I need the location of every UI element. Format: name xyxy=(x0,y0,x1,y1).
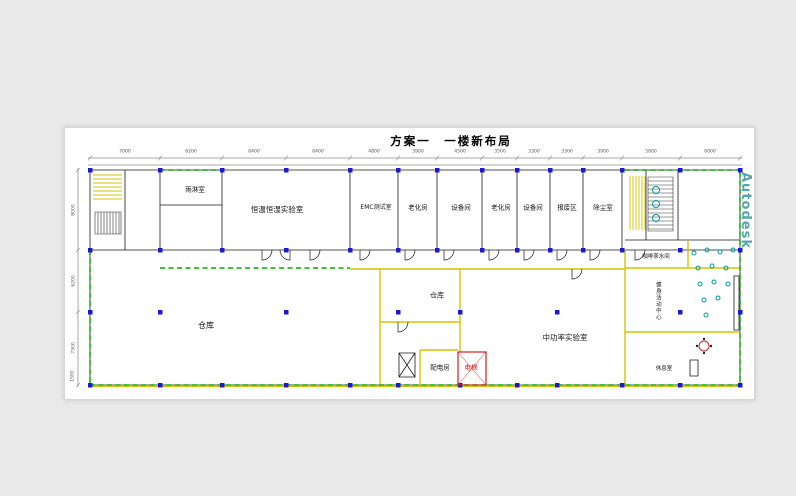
room-label-warehouse-main: 仓库 xyxy=(198,320,214,330)
room-label-rain: 雨淋室 xyxy=(185,185,205,194)
dimension-label: 6400 xyxy=(248,149,260,155)
room-label-rest: 休息室 xyxy=(655,366,673,373)
room-label-dust: 除尘室 xyxy=(593,203,613,212)
dimension-label: 6000 xyxy=(704,149,716,155)
dimension-label: 8000 xyxy=(71,204,77,216)
dimension-label: 3300 xyxy=(561,149,573,155)
room-label-coffee: 咖啡茶水间 xyxy=(642,254,670,261)
room-label-aging-2: 老化房 xyxy=(491,203,511,212)
room-label-aging-1: 老化房 xyxy=(408,203,428,212)
room-label-equipment-2: 设备间 xyxy=(523,203,543,212)
dimension-label: 3900 xyxy=(412,149,424,155)
room-label-mid-power-lab: 中功率实验室 xyxy=(542,333,588,343)
dimension-label: 7000 xyxy=(119,149,131,155)
room-label-climate-lab: 恒温恒湿实验室 xyxy=(250,205,304,215)
drawing-title: 方案一 一楼新布局 xyxy=(390,133,512,148)
room-label-equipment-1: 设备间 xyxy=(451,203,471,212)
room-label-power-room: 配电房 xyxy=(430,363,450,372)
dimension-label: 5800 xyxy=(645,149,657,155)
room-label-warehouse-small: 仓库 xyxy=(430,291,444,300)
room-label-fitness: 健身活动中心 xyxy=(654,281,661,321)
dimension-label: 4500 xyxy=(454,149,466,155)
dimension-label: 7300 xyxy=(71,342,77,354)
room-label-elevator: 电梯 xyxy=(464,363,478,372)
room-label-emc: EMC测试室 xyxy=(360,203,392,211)
room-label-scrap: 报废区 xyxy=(557,203,577,212)
dimension-label: 6200 xyxy=(71,275,77,287)
dimension-label: 3900 xyxy=(597,149,609,155)
dimension-label: 3300 xyxy=(528,149,540,155)
dimension-label: 1500 xyxy=(70,370,76,382)
dimension-label: 3500 xyxy=(494,149,506,155)
dimension-label: 4800 xyxy=(368,149,380,155)
dimension-label: 6200 xyxy=(185,149,197,155)
dimension-label: 6400 xyxy=(312,149,324,155)
autodesk-watermark: Autodesk xyxy=(738,172,753,249)
drawing-sheet xyxy=(64,127,755,400)
